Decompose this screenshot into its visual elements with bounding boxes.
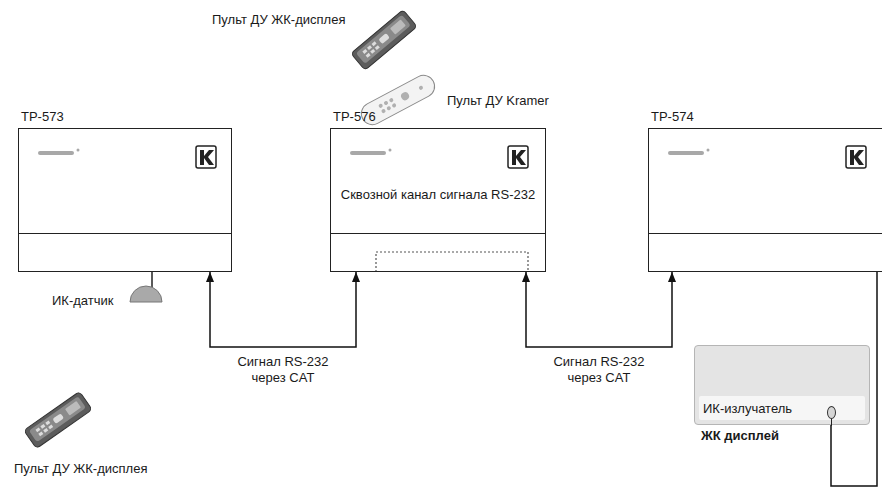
node-text: Сквозной канал сигнала RS-232 [339,187,537,203]
sensor-wire [151,272,153,288]
device-box: TP-573 [18,128,232,272]
section-divider [331,233,545,234]
pass-through-path [376,252,528,272]
device-box: TP-576Сквозной канал сигнала RS-232 [330,128,546,272]
kramer-logo [196,146,216,168]
display-caption: ЖК дисплей [701,428,779,444]
remote-label: Пульт ДУ ЖК-дисплея [212,12,345,28]
lcd-remote [351,10,417,71]
section-divider [19,233,231,234]
node-text: ИК-излучатель [703,401,792,417]
signal-connector [210,272,356,347]
connector-label: Сигнал RS-232 через CAT [543,354,655,386]
device-heading: TP-574 [651,109,694,125]
kramer-logo [846,146,866,168]
device-box: TP-574 [648,128,882,272]
remote-label: Пульт ДУ Kramer [447,93,549,109]
signal-connector [526,272,672,347]
brand-mark [38,149,710,156]
device-heading: TP-573 [21,109,64,125]
ir-emitter [827,406,836,419]
kramer-logo [508,146,528,168]
lcd-remote [24,391,92,448]
display-box: ИК-излучательЖК дисплей [694,345,870,425]
remote-label: Пульт ДУ ЖК-дисплея [14,461,147,477]
ir-sensor [130,286,162,302]
device-heading: TP-576 [333,109,376,125]
section-divider [649,233,882,234]
sensor-label: ИК-датчик [52,293,113,309]
emitter-wire [831,419,832,426]
connector-label: Сигнал RS-232 через CAT [227,354,339,386]
